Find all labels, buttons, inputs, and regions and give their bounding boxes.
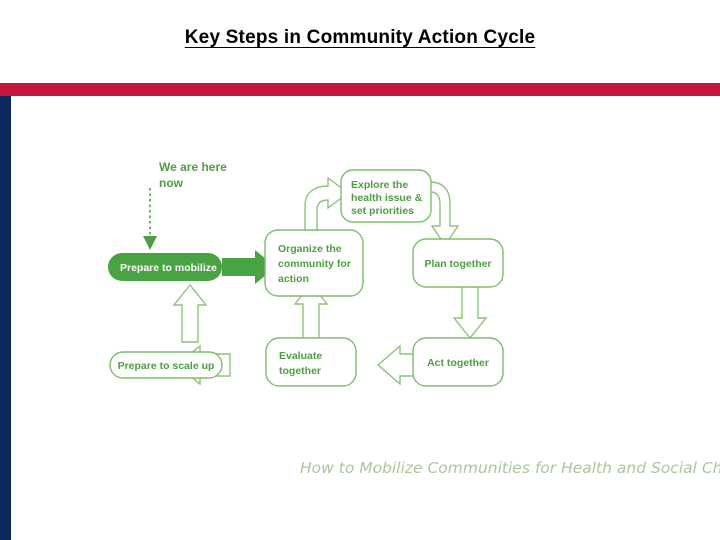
node-act-together-label: Act together — [427, 357, 489, 369]
node-explore-label-line-3: set priorities — [351, 205, 414, 217]
tagline: How to Mobilize Communities for Health a… — [300, 459, 720, 477]
annotation-we-are-here-now: We are here now — [159, 160, 227, 190]
navy-side-bar — [0, 96, 11, 540]
node-prepare-to-mobilize-label: Prepare to mobilize — [120, 262, 217, 274]
node-organize-the-community-for-action[interactable]: Organize the community for action — [264, 229, 364, 297]
connector-plan-to-act — [452, 285, 488, 340]
node-explore-the-health-issue-set-priorities[interactable]: Explore the health issue & set prioritie… — [340, 169, 432, 223]
connector-prepare-to-scale-up-to-prepare-to-mobilize — [172, 283, 208, 343]
node-organize-label-line-1: Organize the — [278, 243, 342, 255]
node-plan-together[interactable]: Plan together — [412, 238, 504, 288]
node-organize-label-line-3: action — [278, 273, 309, 285]
node-prepare-to-mobilize[interactable]: Prepare to mobilize — [108, 253, 222, 281]
node-explore-label-line-1: Explore the — [351, 179, 408, 191]
community-action-cycle-diagram: We are here now Prepare to mobilize Orga… — [100, 160, 620, 400]
connector-we-are-here-to-prepare-to-mobilize — [143, 188, 157, 250]
node-evaluate-together[interactable]: Evaluate together — [265, 337, 357, 387]
node-prepare-to-scale-up[interactable]: Prepare to scale up — [109, 351, 223, 379]
connector-explore-to-plan — [399, 181, 460, 247]
node-organize-shape[interactable] — [264, 229, 364, 297]
node-evaluate-together-shape[interactable] — [265, 337, 357, 387]
node-prepare-to-scale-up-shape[interactable] — [109, 351, 223, 379]
annotation-line-2: now — [159, 176, 184, 190]
node-act-together-shape[interactable] — [412, 337, 504, 387]
node-prepare-to-scale-up-label: Prepare to scale up — [118, 360, 215, 372]
page-title: Key Steps in Community Action Cycle — [184, 27, 536, 48]
node-evaluate-together-label-line-2: together — [279, 365, 321, 377]
crimson-divider-bar — [0, 83, 720, 96]
node-prepare-to-mobilize-shape[interactable] — [108, 253, 222, 281]
node-act-together[interactable]: Act together — [412, 337, 504, 387]
node-plan-together-shape[interactable] — [412, 238, 504, 288]
node-explore-label-line-2: health issue & — [351, 192, 423, 204]
node-explore-shape[interactable] — [340, 169, 432, 223]
connector-organize-to-explore — [304, 176, 350, 241]
connector-prepare-to-mobilize-to-organize — [222, 250, 276, 284]
node-evaluate-together-label-line-1: Evaluate — [279, 350, 322, 362]
node-organize-label-line-2: community for — [278, 258, 351, 270]
annotation-line-1: We are here — [159, 160, 227, 174]
node-plan-together-label: Plan together — [424, 258, 491, 270]
